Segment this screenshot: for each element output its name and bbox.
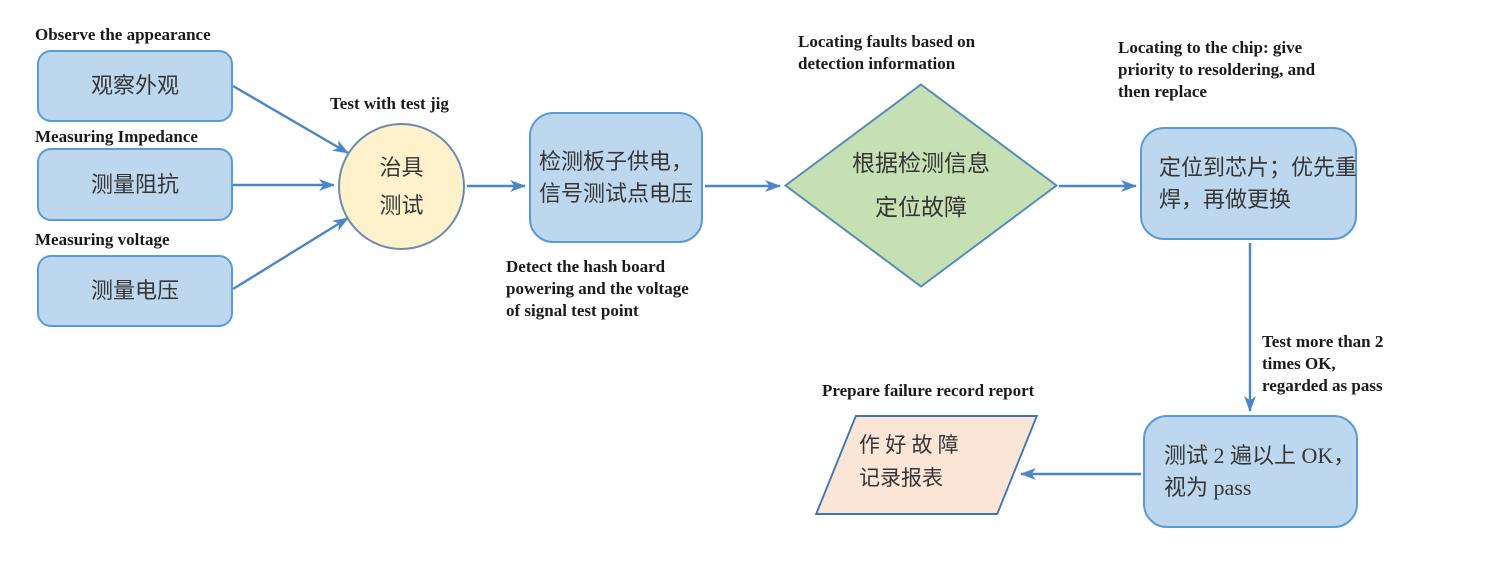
label-measuring-impedance: Measuring Impedance xyxy=(35,127,198,146)
label-detect-line1: Detect the hash board xyxy=(506,257,666,276)
label-chip-line1: Locating to the chip: give xyxy=(1118,38,1303,57)
label-locating-faults: Locating faults based on detection infor… xyxy=(798,31,975,75)
label-pass-line2: times OK, xyxy=(1262,354,1336,373)
node-observe-appearance: 观察外观 xyxy=(37,50,233,122)
node-report-line1: 作 好 故 障 xyxy=(859,433,959,457)
label-detect-board: Detect the hash board powering and the v… xyxy=(506,256,689,322)
label-fault-line1: Locating faults based on xyxy=(798,32,976,51)
node-report-line2: 记录报表 xyxy=(859,466,943,490)
label-detect-line3: of signal test point xyxy=(506,301,639,320)
label-pass-line3: regarded as pass xyxy=(1262,376,1383,395)
node-voltage-text: 测量电压 xyxy=(90,278,179,303)
label-fault-line2: detection information xyxy=(798,54,956,73)
node-jig-line2: 测试 xyxy=(379,192,424,218)
node-fault-line1: 根据检测信息 xyxy=(852,150,990,176)
label-observe-appearance: Observe the appearance xyxy=(35,25,211,44)
node-measuring-impedance: 测量阻抗 xyxy=(37,148,233,221)
node-pass-line1: 测试 2 遍以上 OK， xyxy=(1164,442,1356,468)
node-detect-line2: 信号测试点电压 xyxy=(538,180,693,206)
node-pass-line2: 视为 pass xyxy=(1164,474,1252,500)
node-test-jig: 治具 测试 xyxy=(338,123,465,250)
label-chip-line2: priority to resoldering, and xyxy=(1118,60,1316,79)
label-locating-chip: Locating to the chip: give priority to r… xyxy=(1118,37,1315,103)
node-fault-line2: 定位故障 xyxy=(875,194,967,220)
arrow-voltage-to-jig xyxy=(232,216,349,291)
diamond-shape xyxy=(784,83,1058,288)
node-chip-line2: 焊，再做更换 xyxy=(1159,186,1292,212)
node-detect-board: 检测板子供电， 信号测试点电压 xyxy=(529,112,703,243)
label-detect-line2: powering and the voltage xyxy=(506,279,689,298)
label-test-jig: Test with test jig xyxy=(330,94,449,113)
node-impedance-text: 测量阻抗 xyxy=(90,171,179,197)
label-chip-line3: then replace xyxy=(1118,82,1207,101)
node-detect-line1: 检测板子供电， xyxy=(538,148,693,174)
node-measuring-voltage: 测量电压 xyxy=(37,255,233,327)
label-measuring-voltage: Measuring voltage xyxy=(35,230,170,249)
node-locate-fault-decision: 根据检测信息 定位故障 xyxy=(784,83,1058,288)
node-locate-chip: 定位到芯片；优先重 焊，再做更换 xyxy=(1140,127,1357,240)
label-pass-line1: Test more than 2 xyxy=(1262,332,1384,351)
label-test-pass: Test more than 2 times OK, regarded as p… xyxy=(1262,331,1383,397)
node-failure-report: 作 好 故 障 记录报表 xyxy=(814,415,1039,515)
node-jig-line1: 治具 xyxy=(379,154,424,180)
label-failure-report: Prepare failure record report xyxy=(822,381,1035,400)
node-observe-text: 观察外观 xyxy=(90,73,179,98)
node-chip-line1: 定位到芯片；优先重 xyxy=(1159,154,1358,180)
node-test-pass: 测试 2 遍以上 OK， 视为 pass xyxy=(1143,415,1358,528)
